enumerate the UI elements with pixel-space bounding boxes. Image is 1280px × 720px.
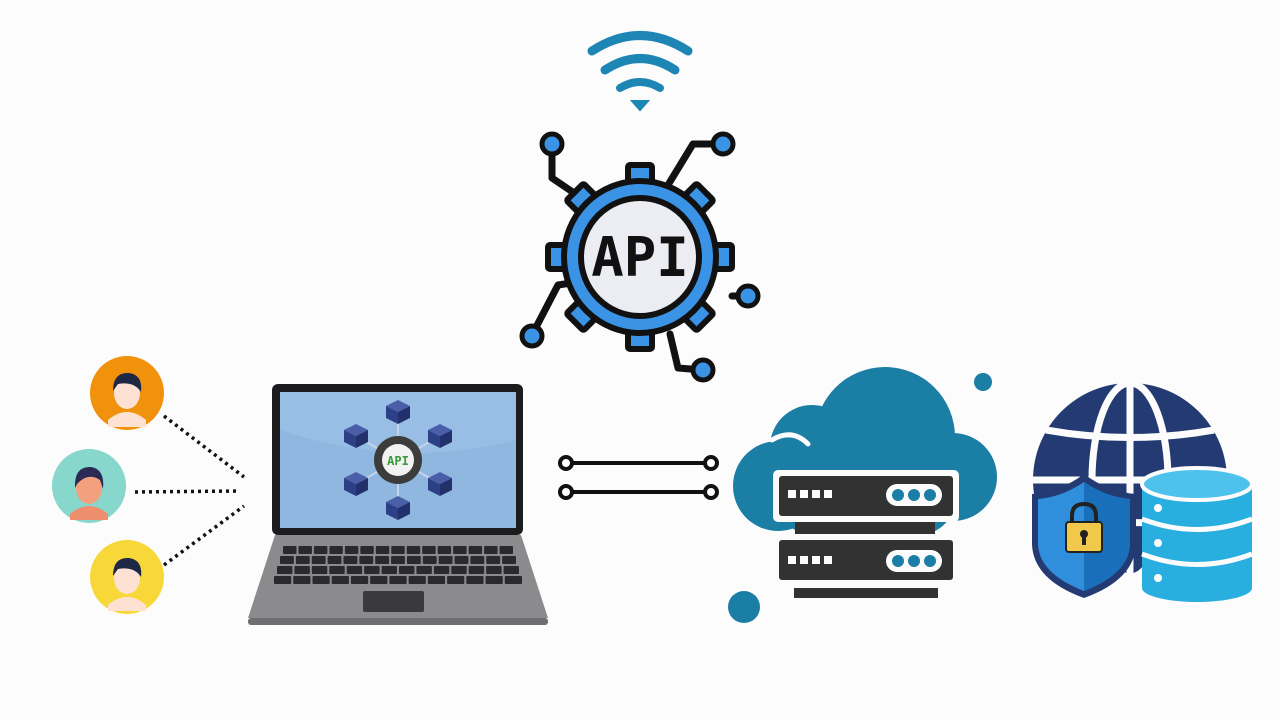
keyboard-key: [485, 576, 503, 584]
keyboard-key: [399, 566, 415, 574]
keyboard-key: [422, 546, 436, 554]
keyboard-key: [370, 576, 388, 584]
keyboard-key: [359, 556, 374, 564]
keyboard-key: [438, 556, 453, 564]
laptop: API: [248, 384, 548, 625]
keyboard-key: [408, 576, 426, 584]
circuit-nodes: [519, 131, 761, 383]
cube-icon: [386, 496, 410, 520]
screen-cubes: [344, 400, 452, 520]
cloud-server: [728, 367, 997, 623]
keyboard-key: [422, 556, 437, 564]
keyboard-key: [389, 576, 407, 584]
keyboard-key: [280, 556, 294, 564]
cube-icon: [344, 472, 368, 496]
keyboard-key: [470, 556, 485, 564]
keyboard-key: [499, 546, 513, 554]
user-connector-lines: [134, 414, 246, 567]
keyboard-key: [327, 556, 342, 564]
keyboard-key: [313, 546, 328, 554]
cloud-dot-large: [728, 591, 760, 623]
keyboard-key: [406, 546, 421, 554]
user-avatar-1: [90, 356, 164, 430]
server-rack-2: [773, 534, 959, 586]
keyboard-key: [311, 566, 328, 574]
keyboard-key: [484, 546, 498, 554]
keyboard-key: [331, 576, 349, 584]
cube-icon: [428, 424, 452, 448]
database-icon: [1140, 466, 1254, 602]
cloud-dot-small: [974, 373, 992, 391]
keyboard-key: [283, 546, 297, 554]
keyboard-key: [406, 556, 421, 564]
keyboard-key: [466, 576, 484, 584]
server-base: [794, 588, 938, 598]
laptop-screen-api-label: API: [387, 454, 409, 468]
laptop-server-connector: [558, 455, 719, 500]
keyboard-key: [391, 546, 405, 554]
api-hub-label: API: [591, 226, 689, 289]
keyboard-key: [453, 546, 467, 554]
cube-icon: [344, 424, 368, 448]
wifi-icon: [587, 31, 693, 112]
keyboard-key: [346, 566, 363, 574]
keyboard-key: [468, 546, 483, 554]
secure-global-database: [1032, 379, 1254, 602]
keyboard-key: [294, 566, 310, 574]
keyboard-key: [437, 546, 452, 554]
keyboard-key: [295, 556, 310, 564]
keyboard-key: [350, 576, 369, 584]
keyboard-key: [503, 566, 519, 574]
keyboard-key: [343, 556, 358, 564]
server-rack-1: [773, 470, 959, 522]
keyboard-key: [329, 566, 345, 574]
cube-icon: [428, 472, 452, 496]
keyboard-key: [447, 576, 465, 584]
keyboard-key: [298, 546, 312, 554]
padlock-icon: [1065, 501, 1103, 553]
user-avatar-2: [52, 449, 126, 523]
laptop-keyboard: [274, 546, 522, 584]
keyboard-key: [364, 566, 380, 574]
keyboard-key: [391, 556, 405, 564]
keyboard-key: [486, 556, 501, 564]
api-gear-hub: API: [519, 131, 761, 383]
keyboard-key: [433, 566, 450, 574]
keyboard-key: [451, 566, 467, 574]
keyboard-key: [486, 566, 502, 574]
keyboard-key: [375, 546, 390, 554]
cube-icon: [386, 400, 410, 424]
keyboard-key: [375, 556, 390, 564]
user-avatar-3: [90, 540, 164, 614]
gear-inner-face: [578, 195, 702, 319]
keyboard-key: [502, 556, 516, 564]
keyboard-key: [381, 566, 397, 574]
keyboard-key: [277, 566, 293, 574]
keyboard-key: [329, 546, 343, 554]
keyboard-key: [416, 566, 432, 574]
keyboard-key: [454, 556, 469, 564]
keyboard-key: [504, 576, 522, 584]
keyboard-key: [274, 576, 292, 584]
keyboard-key: [311, 556, 326, 564]
keyboard-key: [344, 546, 359, 554]
keyboard-key: [312, 576, 330, 584]
laptop-trackpad: [363, 591, 424, 612]
keyboard-key: [360, 546, 374, 554]
keyboard-key: [293, 576, 311, 584]
keyboard-key: [427, 576, 446, 584]
keyboard-key: [468, 566, 485, 574]
